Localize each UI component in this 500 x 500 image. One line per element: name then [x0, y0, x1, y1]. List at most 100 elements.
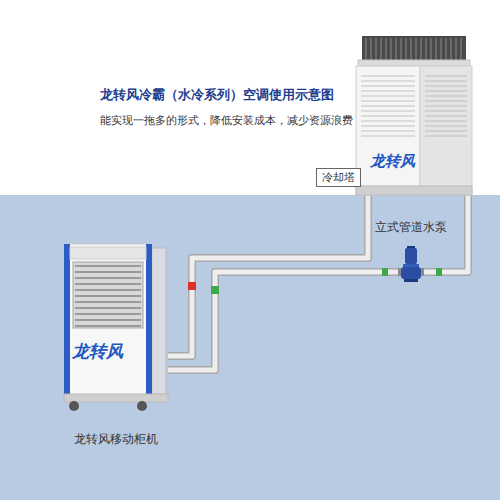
- fan-grille: [426, 38, 427, 60]
- fan-grille: [461, 38, 462, 60]
- fan-grille: [446, 38, 447, 60]
- wheel: [137, 401, 147, 411]
- fan-grille: [416, 38, 417, 60]
- louver: [425, 75, 467, 76]
- louver: [361, 120, 415, 121]
- louver: [75, 325, 141, 327]
- tower-side: [420, 66, 472, 195]
- louver: [425, 115, 467, 116]
- text-holder: 立式管道水泵: [375, 220, 447, 234]
- pump-body: [401, 267, 421, 279]
- cooling-tower: 龙转风冷却塔: [356, 36, 472, 195]
- fan-grille: [391, 38, 392, 60]
- fan-grille: [406, 38, 407, 60]
- cabinet-front: [64, 244, 152, 398]
- louver: [361, 130, 415, 131]
- label-holder: 能实现一拖多的形式，降低安装成本，减少资源浪费: [100, 113, 353, 128]
- pump-flange: [421, 268, 424, 276]
- louver: [425, 80, 467, 81]
- fan-grille: [441, 38, 442, 60]
- title-holder: 龙转风冷霸（水冷系列）空调使用示意图: [100, 86, 334, 104]
- louver: [75, 301, 141, 303]
- brand-logo: 龙转风: [370, 152, 415, 171]
- louver: [361, 75, 415, 76]
- cabinet-frame: [146, 244, 152, 398]
- fan-grille: [421, 38, 422, 60]
- part-label: 冷却塔: [316, 168, 361, 187]
- floor-ground: [0, 195, 500, 500]
- fan-grille: [431, 38, 432, 60]
- louver: [425, 90, 467, 91]
- fan-grille: [371, 38, 372, 60]
- pipe-group: [168, 272, 398, 370]
- louver: [425, 135, 467, 136]
- louver: [361, 90, 415, 91]
- fan-grille: [386, 38, 387, 60]
- fan-grille: [376, 38, 377, 60]
- pump-flange: [398, 268, 401, 276]
- part-label: 龙转风移动柜机: [74, 432, 158, 446]
- louver: [361, 115, 415, 116]
- water-pipe: [168, 272, 398, 370]
- louver: [425, 105, 467, 106]
- pump-base: [404, 279, 418, 282]
- cabinet-frame: [64, 244, 70, 398]
- node-outline: [64, 244, 168, 412]
- louver: [361, 85, 415, 86]
- tower-base: [356, 186, 472, 195]
- fan-grille: [381, 38, 382, 60]
- louver: [425, 85, 467, 86]
- cabinet-base: [64, 394, 168, 402]
- pump-motor: [405, 248, 417, 264]
- louver: [75, 277, 141, 279]
- fan-grille: [451, 38, 452, 60]
- fan-grille: [396, 38, 397, 60]
- louver: [75, 319, 141, 321]
- louver: [425, 95, 467, 96]
- louver: [75, 289, 141, 291]
- text-holder: 龙转风移动柜机: [74, 432, 158, 446]
- tower-front: [356, 66, 420, 195]
- fan-grille: [411, 38, 412, 60]
- subtitle: 能实现一拖多的形式，降低安装成本，减少资源浪费: [100, 113, 353, 128]
- text-holder: 龙转风: [370, 152, 415, 171]
- tower-cap: [358, 60, 470, 66]
- louver: [425, 120, 467, 121]
- louver: [361, 105, 415, 106]
- louver: [425, 130, 467, 131]
- text-holder: 龙转风: [72, 340, 123, 363]
- diagram-title: 龙转风冷霸（水冷系列）空调使用示意图: [100, 86, 334, 104]
- node-outline: [398, 246, 424, 282]
- fan-grille: [366, 38, 367, 60]
- louver: [425, 110, 467, 111]
- louver: [361, 95, 415, 96]
- valve: [382, 268, 388, 276]
- water-pump: 立式管道水泵: [398, 246, 424, 282]
- louver: [425, 125, 467, 126]
- louver: [75, 271, 141, 273]
- louver: [75, 283, 141, 285]
- pipe-outline: [168, 272, 398, 370]
- valve: [188, 282, 196, 290]
- louver: [361, 80, 415, 81]
- louver: [75, 313, 141, 315]
- fan-grille: [456, 38, 457, 60]
- louver-panel: [73, 262, 143, 328]
- louver: [361, 110, 415, 111]
- louver: [75, 265, 141, 267]
- fan-grille: [401, 38, 402, 60]
- valve: [436, 268, 442, 276]
- part-label: 立式管道水泵: [375, 220, 447, 234]
- wheel: [69, 401, 79, 411]
- valve: [211, 286, 219, 294]
- brand-logo: 龙转风: [72, 340, 123, 363]
- text-holder: 冷却塔: [316, 168, 361, 187]
- louver: [361, 100, 415, 101]
- upper-ground: [0, 0, 500, 195]
- louver: [425, 100, 467, 101]
- louver: [361, 135, 415, 136]
- top-vent: [70, 247, 146, 259]
- louver: [75, 307, 141, 309]
- louver: [361, 125, 415, 126]
- mobile-cabinet: 龙转风龙转风移动柜机: [64, 244, 168, 412]
